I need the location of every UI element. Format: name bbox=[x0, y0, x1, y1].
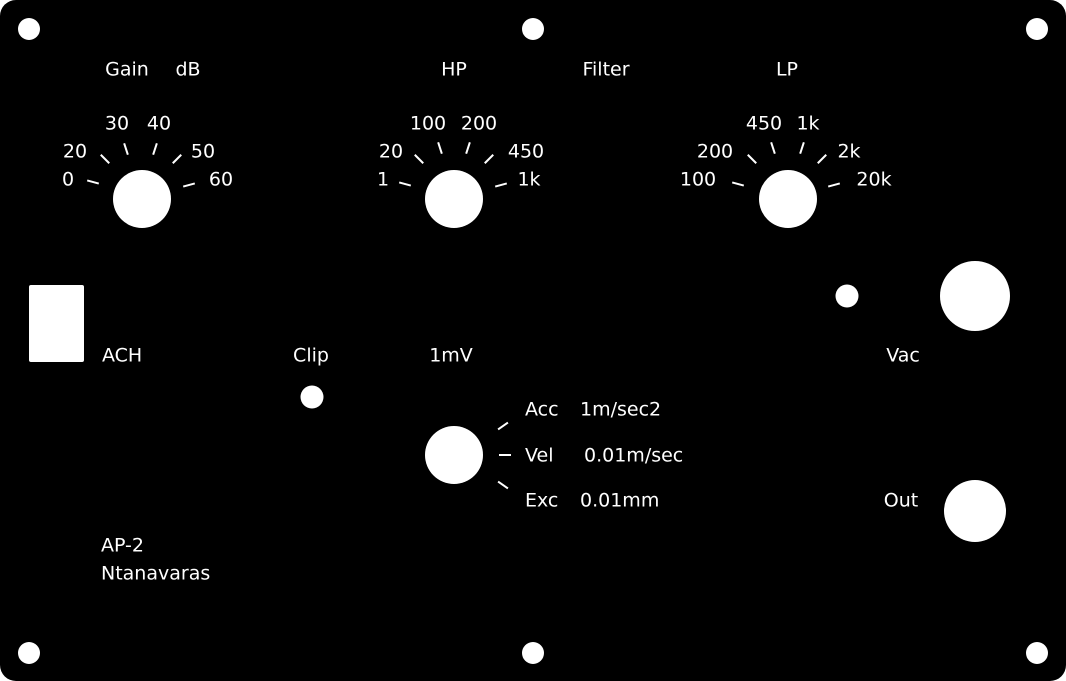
ach-label: ACH bbox=[102, 344, 143, 367]
lp-tick-100 bbox=[731, 181, 745, 187]
gain-tick-0 bbox=[86, 179, 100, 185]
vac-label: Vac bbox=[886, 344, 920, 367]
vac-connector[interactable] bbox=[940, 261, 1010, 331]
hp-tick-1 bbox=[398, 181, 412, 187]
gain-tick-30 bbox=[123, 142, 129, 156]
hp-tick-20 bbox=[414, 154, 424, 164]
gain-tick-20 bbox=[100, 154, 110, 164]
maker-name-label: Ntanavaras bbox=[101, 562, 211, 585]
hp-scale-1: 1 bbox=[376, 168, 390, 191]
gain-tick-50 bbox=[172, 154, 182, 164]
gain-tick-60 bbox=[182, 182, 196, 188]
gain-scale-30: 30 bbox=[104, 112, 130, 135]
mounting-hole-bottom-left bbox=[18, 642, 40, 664]
mode-option-acc-name: Acc bbox=[525, 398, 559, 421]
hp-scale-1k: 1k bbox=[517, 168, 541, 191]
hp-scale-20: 20 bbox=[378, 140, 404, 163]
lp-scale-450: 450 bbox=[745, 112, 783, 135]
mode-tick-exc bbox=[497, 480, 509, 490]
lp-knob[interactable] bbox=[759, 170, 817, 228]
out-connector[interactable] bbox=[944, 480, 1006, 542]
mode-tick-vel bbox=[499, 454, 511, 456]
gain-title: Gain bbox=[105, 58, 149, 81]
gain-unit: dB bbox=[175, 58, 201, 81]
lp-scale-200: 200 bbox=[696, 140, 734, 163]
model-label: AP-2 bbox=[101, 534, 144, 557]
mounting-hole-bottom-right bbox=[1026, 642, 1048, 664]
mounting-hole-top-right bbox=[1026, 18, 1048, 40]
mounting-hole-bottom-center bbox=[522, 642, 544, 664]
gain-scale-40: 40 bbox=[146, 112, 172, 135]
gain-scale-20: 20 bbox=[62, 140, 88, 163]
lp-scale-2k: 2k bbox=[837, 140, 861, 163]
vac-indicator-led bbox=[835, 284, 859, 308]
hp-scale-450: 450 bbox=[507, 140, 545, 163]
ach-connector[interactable] bbox=[29, 285, 84, 362]
hp-tick-1k bbox=[494, 182, 508, 188]
lp-title: LP bbox=[775, 58, 799, 81]
mode-selector-knob[interactable] bbox=[425, 426, 483, 484]
hp-tick-450 bbox=[484, 154, 494, 164]
gain-tick-40 bbox=[152, 142, 158, 156]
filter-title: Filter bbox=[582, 58, 630, 81]
mode-option-vel-value: 0.01m/sec bbox=[584, 444, 684, 467]
lp-scale-20k: 20k bbox=[856, 168, 892, 191]
clip-led bbox=[300, 385, 324, 409]
mode-option-exc-value: 0.01mm bbox=[580, 489, 660, 512]
gain-scale-50: 50 bbox=[190, 140, 216, 163]
mode-option-acc-value: 1m/sec2 bbox=[580, 398, 662, 421]
hp-scale-100: 100 bbox=[409, 112, 447, 135]
hp-knob[interactable] bbox=[425, 170, 483, 228]
clip-label: Clip bbox=[293, 344, 329, 367]
lp-tick-200 bbox=[747, 154, 757, 164]
mounting-hole-top-center bbox=[522, 18, 544, 40]
hp-tick-200 bbox=[465, 141, 471, 155]
mode-tick-acc bbox=[497, 421, 509, 431]
mounting-hole-top-left bbox=[18, 18, 40, 40]
lp-tick-2k bbox=[817, 154, 827, 164]
lp-tick-1k bbox=[799, 141, 805, 155]
lp-tick-450 bbox=[770, 141, 776, 155]
hp-scale-200: 200 bbox=[460, 112, 498, 135]
lp-tick-20k bbox=[827, 182, 841, 188]
gain-knob[interactable] bbox=[113, 170, 171, 228]
lp-scale-1k: 1k bbox=[796, 112, 820, 135]
out-label: Out bbox=[883, 489, 919, 512]
hp-tick-100 bbox=[437, 141, 443, 155]
gain-scale-0: 0 bbox=[61, 168, 75, 191]
gain-scale-60: 60 bbox=[208, 168, 234, 191]
hp-title: HP bbox=[441, 58, 467, 81]
sensitivity-label: 1mV bbox=[429, 344, 473, 367]
lp-scale-100: 100 bbox=[679, 168, 717, 191]
mode-option-vel-name: Vel bbox=[525, 444, 554, 467]
mode-option-exc-name: Exc bbox=[525, 489, 559, 512]
